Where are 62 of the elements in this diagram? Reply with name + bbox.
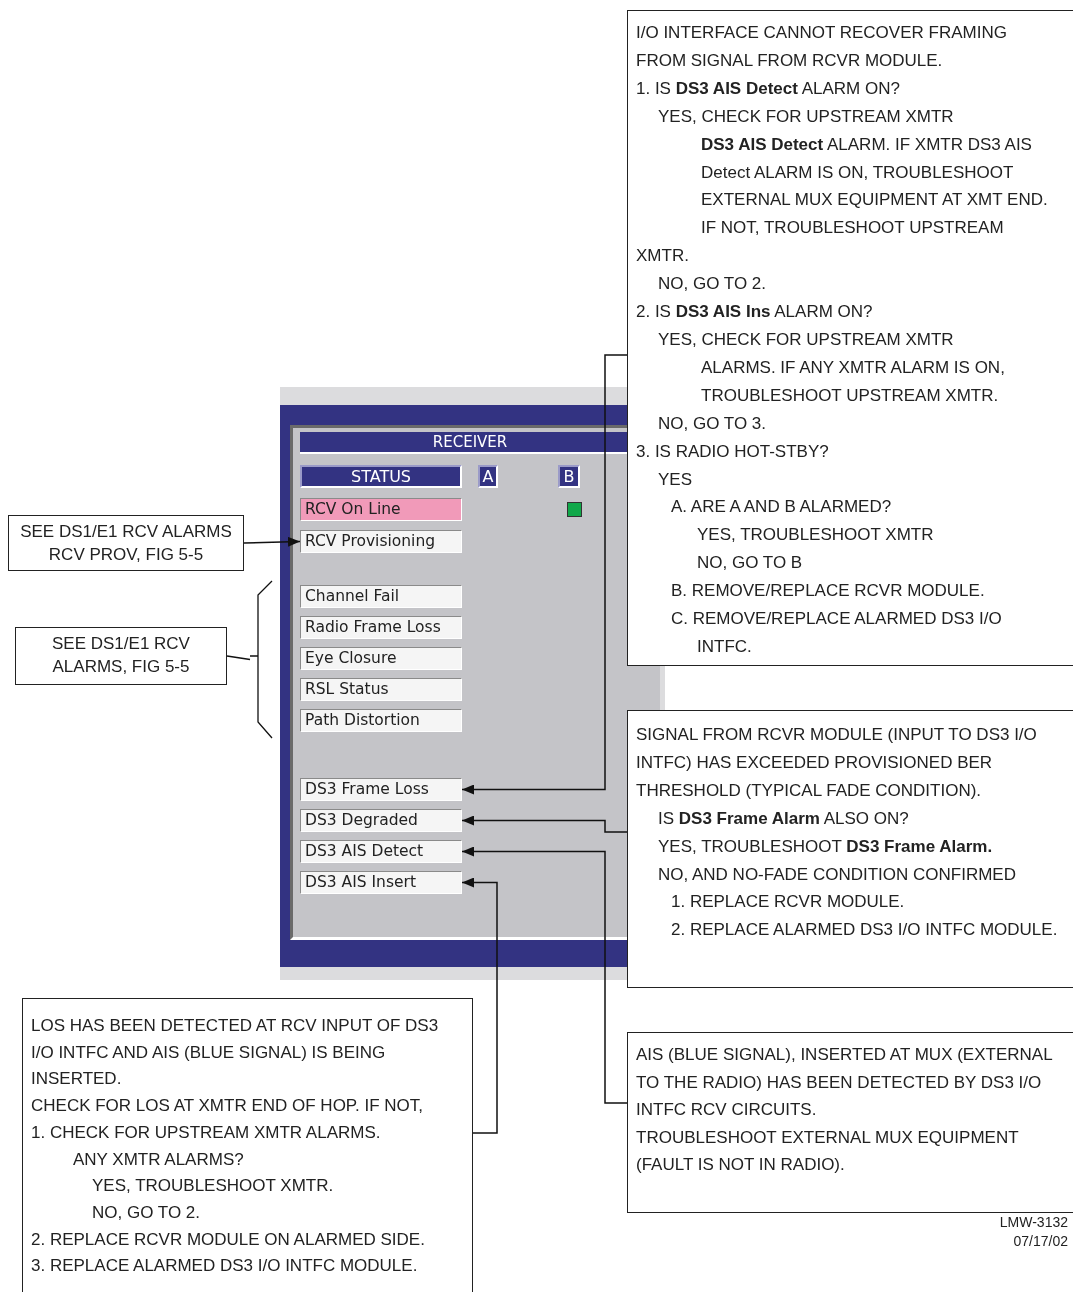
alarm-field: DS3 Frame Loss xyxy=(300,778,462,801)
callout-box: SEE DS1/E1 RCV ALARMS RCV PROV, FIG 5-5 xyxy=(8,515,244,571)
note-text: 2. REPLACE RCVR MODULE ON ALARMED SIDE. xyxy=(31,1228,426,1251)
note-box xyxy=(627,1032,1073,1213)
note-text: 1. CHECK FOR UPSTREAM XMTR ALARMS. xyxy=(31,1121,382,1144)
note-text: A. ARE A AND B ALARMED? xyxy=(670,496,893,519)
note-text: C. REMOVE/REPLACE ALARMED DS3 I/O INTFC. xyxy=(670,608,1003,658)
note-text: IS DS3 Frame Alarm ALSO ON? xyxy=(657,807,910,830)
note-text: CHECK FOR LOS AT XMTR END OF HOP. IF NOT, xyxy=(31,1095,424,1118)
leader-arrow xyxy=(461,815,628,833)
note-text: 3. REPLACE ALARMED DS3 I/O INTFC MODULE. xyxy=(31,1255,419,1278)
note-text: YES xyxy=(657,468,694,491)
note-text: NO, GO TO B xyxy=(696,552,804,575)
note-text: 1. REPLACE RCVR MODULE. xyxy=(670,891,906,914)
note-text: XMTR. xyxy=(636,245,690,268)
note-text: NO, GO TO 3. xyxy=(657,412,767,435)
note-text: ALARMS. IF ANY XMTR ALARM IS ON, TROUBLESHOOT UPSTREAM XMTR. xyxy=(700,356,1006,407)
alarm-field: RSL Status xyxy=(300,678,462,701)
note-text: YES, TROUBLESHOOT XMTR. xyxy=(91,1175,335,1198)
column-header: B xyxy=(558,465,580,488)
leader-arrow xyxy=(461,354,628,795)
note-text: YES, TROUBLESHOOT DS3 Frame Alarm. xyxy=(657,835,994,858)
note-text: NO, GO TO 2. xyxy=(91,1201,201,1224)
note-text: B. REMOVE/REPLACE RCVR MODULE. xyxy=(670,580,986,603)
alarm-field: RCV On Line xyxy=(300,498,462,521)
alarm-field: DS3 AIS Detect xyxy=(300,840,462,863)
column-header: A xyxy=(478,465,498,488)
note-text: TO THE RADIO) HAS BEEN DETECTED BY DS3 I/O INTFC RCV CIRCUITS. xyxy=(636,1071,1043,1122)
note-text: YES, CHECK FOR UPSTREAM XMTR xyxy=(657,328,955,351)
note-box xyxy=(22,998,473,1292)
alarm-field: RCV Provisioning xyxy=(300,530,462,553)
bracket xyxy=(250,579,274,740)
note-text: ANY XMTR ALARMS? xyxy=(72,1148,245,1171)
note-text: NO, GO TO 2. xyxy=(657,273,767,296)
connector-line xyxy=(226,655,251,661)
alarm-field: Path Distortion xyxy=(300,709,462,732)
note-text: YES, TROUBLESHOOT XMTR xyxy=(696,524,935,547)
note-text: YES, CHECK FOR UPSTREAM XMTR xyxy=(657,105,955,128)
alarm-field: DS3 AIS Insert xyxy=(300,871,462,894)
date-label: 07/17/02 xyxy=(1012,1233,1068,1249)
note-text: 1. IS DS3 AIS Detect ALARM ON? xyxy=(636,77,901,100)
note-text: 2. REPLACE ALARMED DS3 I/O INTFC MODULE. xyxy=(670,919,1058,942)
note-text: SIGNAL FROM RCVR MODULE (INPUT TO DS3 I/O INTFC) HAS EXCEEDED PROVISIONED BER THRESHOLD (TYPICAL FADE CONDITION). xyxy=(636,724,1038,802)
note-text: 2. IS DS3 AIS Ins ALARM ON? xyxy=(636,301,874,324)
callout-box: SEE DS1/E1 RCV ALARMS, FIG 5-5 xyxy=(15,627,227,685)
note-text: TROUBLESHOOT EXTERNAL MUX EQUIPMENT (FAULT IS NOT IN RADIO). xyxy=(636,1126,1020,1177)
note-text: DS3 AIS Detect ALARM. IF XMTR DS3 AIS Detect ALARM IS ON, TROUBLESHOOT EXTERNAL MUX EQUIPMENT AT XMT END. IF NOT, TROUBLESHOOT UPSTREAM xyxy=(700,133,1049,240)
note-box xyxy=(627,710,1073,988)
status-header: STATUS xyxy=(300,465,462,488)
note-text: LOS HAS BEEN DETECTED AT RCV INPUT OF DS3 I/O INTFC AND AIS (BLUE SIGNAL) IS BEING INSERTED. xyxy=(31,1015,440,1091)
note-text: AIS (BLUE SIGNAL), INSERTED AT MUX (EXTERNAL xyxy=(636,1044,1054,1066)
leader-arrow xyxy=(461,877,498,1134)
alarm-field: Channel Fail xyxy=(300,585,462,608)
drawing-number: LMW-3132 xyxy=(998,1214,1068,1230)
note-box xyxy=(627,10,1073,666)
leader-arrow xyxy=(461,846,628,1104)
leader-arrow xyxy=(243,536,301,547)
note-text: NO, AND NO-FADE CONDITION CONFIRMED xyxy=(657,863,1017,886)
alarm-field: Radio Frame Loss xyxy=(300,616,462,639)
note-text: I/O INTERFACE CANNOT RECOVER FRAMING FROM SIGNAL FROM RCVR MODULE. xyxy=(636,22,1008,72)
alarm-field: DS3 Degraded xyxy=(300,809,462,832)
alarm-field: Eye Closure xyxy=(300,647,462,670)
